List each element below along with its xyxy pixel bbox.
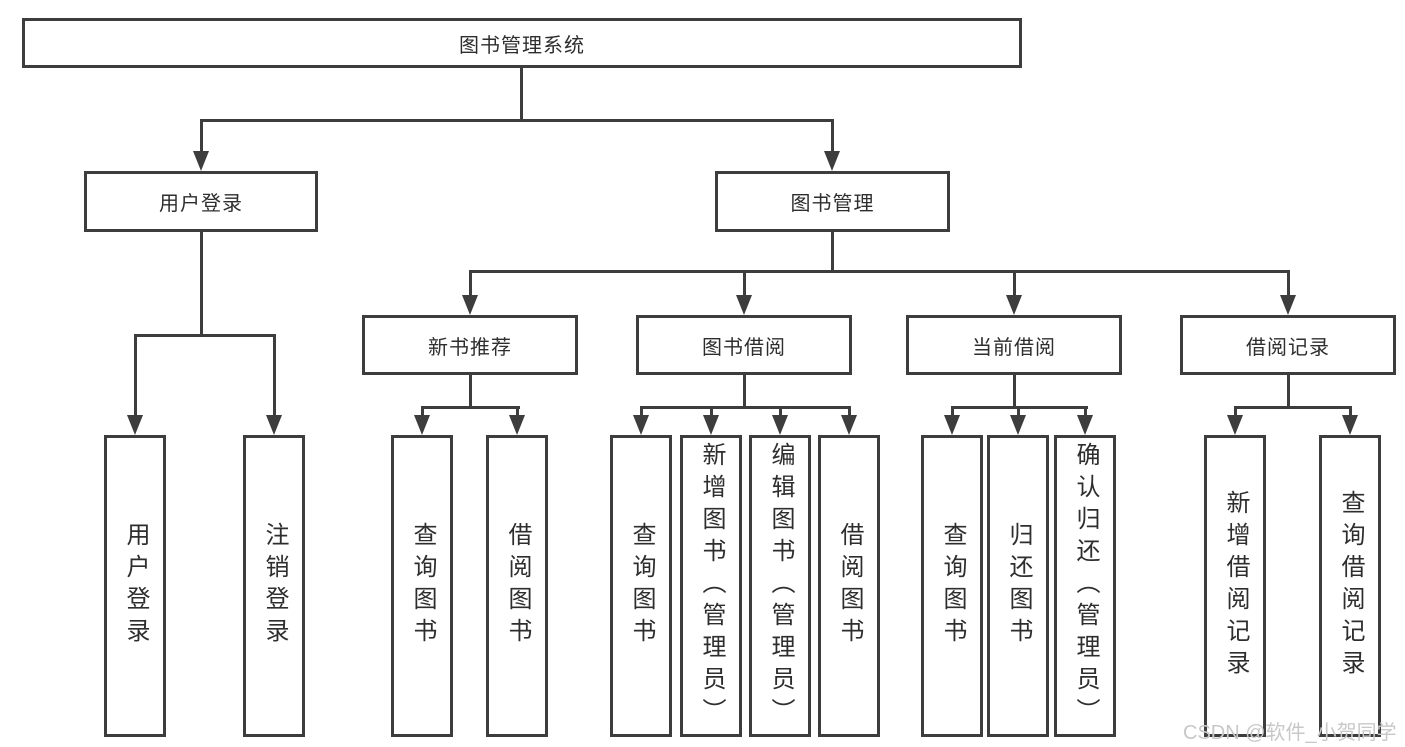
- node-book-management: 图书管理: [715, 171, 950, 232]
- connector-line: [1286, 270, 1290, 296]
- node-borrow-records-label: 借阅记录: [1246, 336, 1330, 359]
- arrowhead: [266, 415, 282, 435]
- connector-line: [515, 406, 519, 417]
- leaf-recommend-query-books: 查询图书: [391, 435, 453, 737]
- arrowhead: [1342, 415, 1358, 435]
- leaf-user-login: 用户登录: [104, 435, 166, 737]
- arrowhead: [1280, 295, 1296, 315]
- connector-line: [1233, 406, 1352, 409]
- arrowhead: [841, 415, 857, 435]
- arrowhead: [703, 415, 719, 435]
- connector-line: [200, 119, 834, 122]
- connector-line: [200, 119, 203, 153]
- arrowhead: [509, 415, 525, 435]
- leaf-return-books: 归还图书: [987, 435, 1049, 737]
- connector-line: [200, 232, 203, 336]
- connector-line: [1012, 270, 1016, 296]
- leaf-borrow-query-books: 查询图书: [610, 435, 672, 737]
- node-book-borrow: 图书借阅: [636, 315, 852, 375]
- leaf-logout-label: 注销登录: [261, 522, 288, 650]
- connector-line: [830, 232, 834, 273]
- node-borrow-records: 借阅记录: [1180, 315, 1396, 375]
- arrowhead: [193, 151, 209, 171]
- leaf-logout: 注销登录: [243, 435, 305, 737]
- leaf-user-login-label: 用户登录: [122, 522, 149, 650]
- node-user-login-label: 用户登录: [159, 193, 243, 215]
- connector-line: [1286, 375, 1290, 408]
- node-new-book-recommend-label: 新书推荐: [428, 336, 512, 359]
- leaf-add-borrow-record: 新增借阅记录: [1204, 435, 1266, 737]
- connector-line: [950, 406, 954, 417]
- leaf-return-books-label: 归还图书: [1005, 522, 1032, 650]
- node-current-borrow: 当前借阅: [906, 315, 1122, 375]
- leaf-current-query-books: 查询图书: [921, 435, 983, 737]
- arrowhead: [1227, 415, 1243, 435]
- connector-line: [133, 334, 276, 337]
- leaf-edit-books-admin-label: 编辑图书（管理员）: [767, 442, 794, 730]
- connector-line: [420, 406, 424, 417]
- leaf-borrow-books-label: 借阅图书: [836, 522, 863, 650]
- node-book-management-label: 图书管理: [790, 193, 875, 215]
- arrowhead: [1010, 415, 1026, 435]
- arrowhead: [633, 415, 649, 435]
- leaf-recommend-borrow-books-label: 借阅图书: [504, 522, 531, 650]
- leaf-query-borrow-record-label: 查询借阅记录: [1337, 490, 1364, 682]
- arrowhead: [1077, 415, 1093, 435]
- connector-line: [468, 375, 472, 408]
- connector-line: [520, 68, 523, 120]
- connector-line: [1012, 375, 1016, 408]
- node-current-borrow-label: 当前借阅: [972, 336, 1056, 359]
- leaf-add-borrow-record-label: 新增借阅记录: [1222, 490, 1249, 682]
- connector-line: [778, 406, 782, 417]
- leaf-borrow-books: 借阅图书: [818, 435, 880, 737]
- connector-line: [272, 334, 276, 416]
- arrowhead: [127, 415, 143, 435]
- connector-line: [468, 270, 1290, 273]
- leaf-add-books-admin-label: 新增图书（管理员）: [698, 442, 725, 730]
- connector-line: [420, 406, 520, 409]
- connector-line: [831, 119, 834, 153]
- watermark: CSDN @软件_小贺同学: [1183, 722, 1397, 744]
- leaf-confirm-return-admin: 确认归还（管理员）: [1054, 435, 1116, 737]
- leaf-recommend-query-books-label: 查询图书: [409, 522, 436, 650]
- connector-line: [1348, 406, 1352, 417]
- leaf-query-borrow-record: 查询借阅记录: [1319, 435, 1381, 737]
- connector-line: [639, 406, 851, 409]
- node-new-book-recommend: 新书推荐: [362, 315, 578, 375]
- connector-line: [468, 270, 472, 296]
- node-library-system: 图书管理系统: [22, 18, 1022, 68]
- arrowhead: [772, 415, 788, 435]
- connector-line: [1016, 406, 1020, 417]
- connector-line: [1083, 406, 1087, 417]
- arrowhead: [1006, 295, 1022, 315]
- connector-line: [742, 375, 746, 408]
- connector-line: [709, 406, 713, 417]
- arrowhead: [414, 415, 430, 435]
- arrowhead: [736, 295, 752, 315]
- leaf-confirm-return-admin-label: 确认归还（管理员）: [1072, 442, 1099, 730]
- connector-line: [639, 406, 643, 417]
- connector-line: [742, 270, 746, 296]
- arrowhead: [944, 415, 960, 435]
- leaf-current-query-books-label: 查询图书: [939, 522, 966, 650]
- leaf-recommend-borrow-books: 借阅图书: [486, 435, 548, 737]
- arrowhead: [824, 151, 840, 171]
- connector-line: [847, 406, 851, 417]
- leaf-add-books-admin: 新增图书（管理员）: [680, 435, 742, 737]
- node-user-login: 用户登录: [84, 171, 318, 232]
- node-book-borrow-label: 图书借阅: [702, 336, 786, 359]
- arrowhead: [462, 295, 478, 315]
- leaf-borrow-query-books-label: 查询图书: [628, 522, 655, 650]
- node-library-system-label: 图书管理系统: [459, 34, 585, 57]
- connector-line: [133, 334, 137, 416]
- leaf-edit-books-admin: 编辑图书（管理员）: [749, 435, 811, 737]
- connector-line: [1233, 406, 1237, 417]
